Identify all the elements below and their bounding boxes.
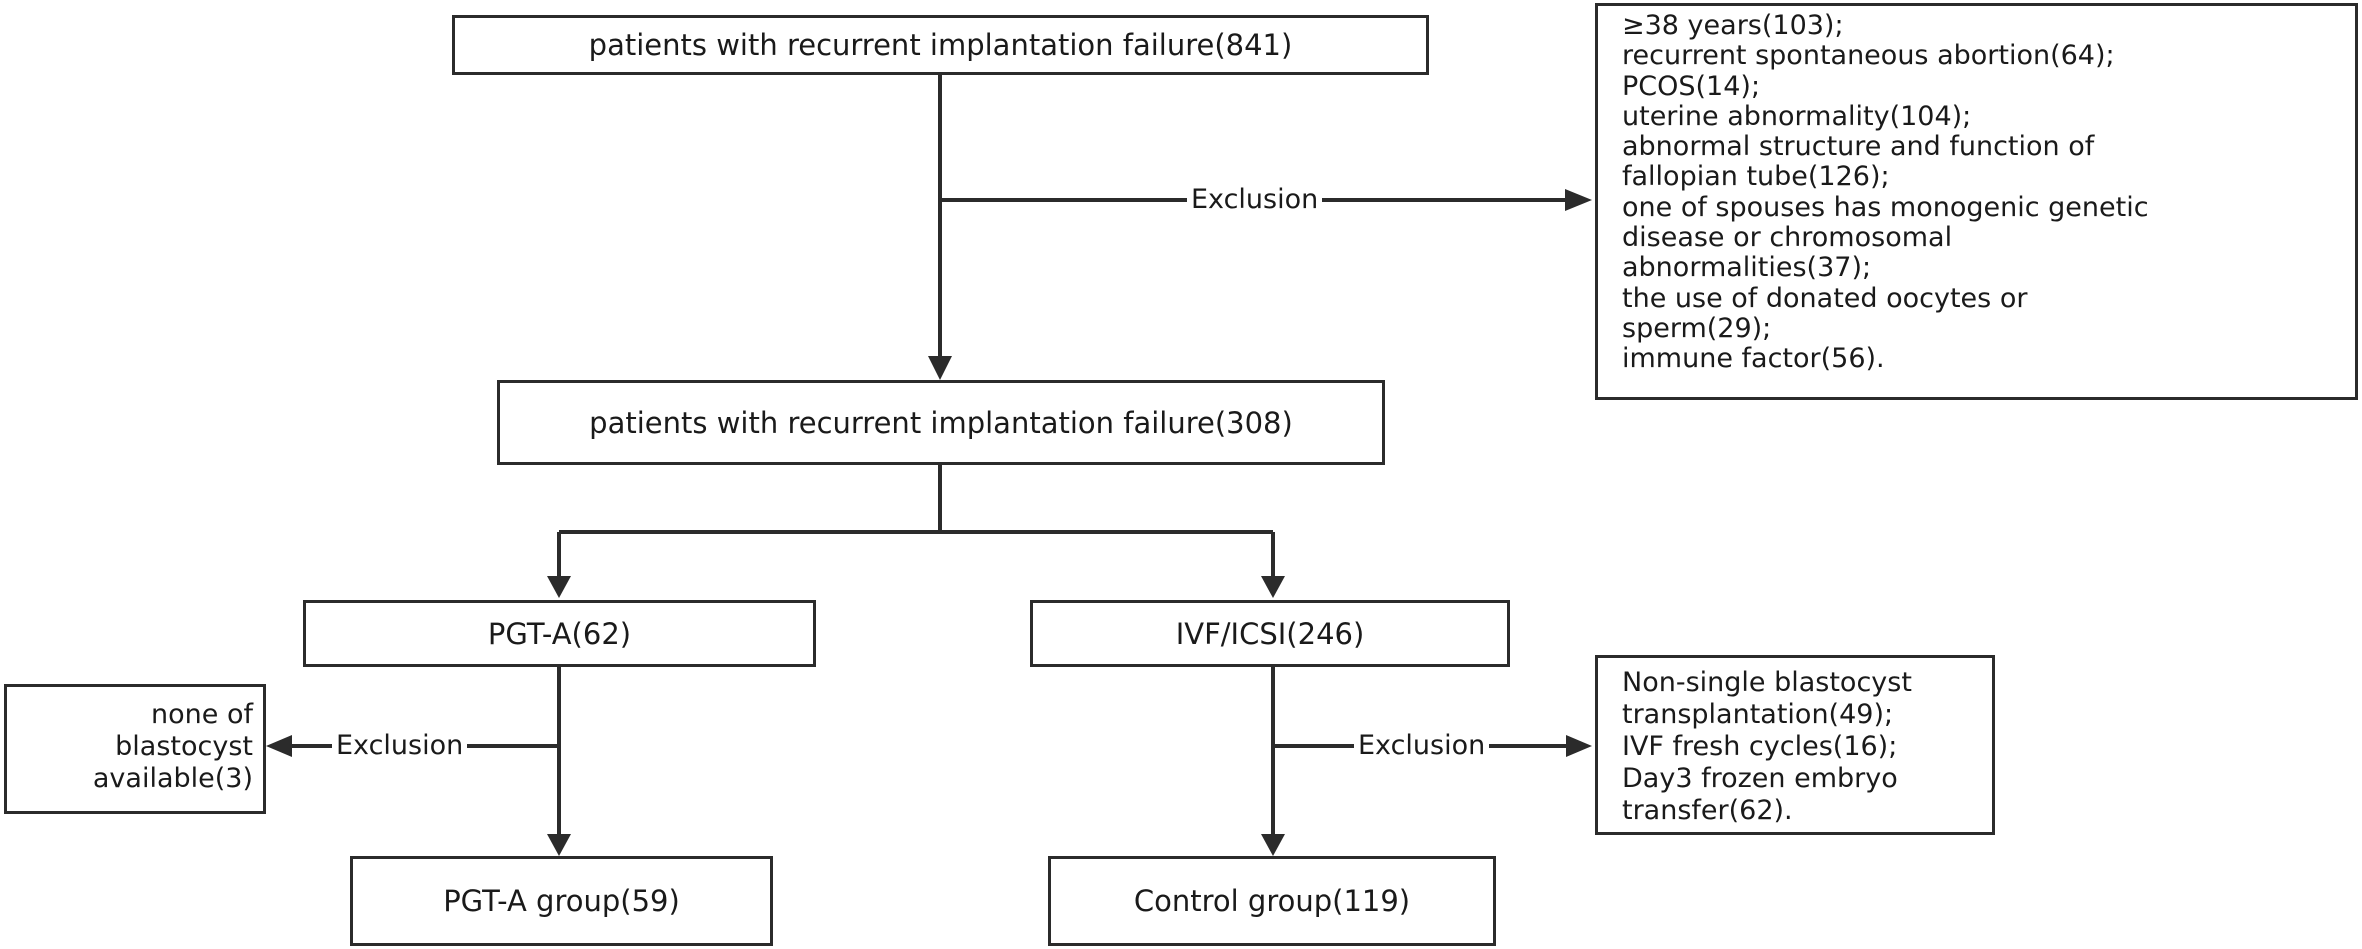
exclusion-label-top: Exclusion xyxy=(1187,185,1323,215)
exclusion-item: recurrent spontaneous abortion(64); xyxy=(1622,40,2115,72)
exclusion-item: blastocyst xyxy=(115,731,253,762)
pgt-a-group-text: PGT-A group(59) xyxy=(443,884,680,918)
exclusion-item: abnormalities(37); xyxy=(1622,252,1872,284)
arrowhead-exclusion-pgt xyxy=(266,735,292,757)
control-group-text: Control group(119) xyxy=(1133,884,1411,918)
exclusion-item: none of xyxy=(151,699,253,730)
control-group-box: Control group(119) xyxy=(1048,856,1496,946)
exclusion-item: abnormal structure and function of xyxy=(1622,131,2095,163)
ivf-icsi-text: IVF/ICSI(246) xyxy=(1175,616,1365,651)
exclusion-item: one of spouses has monogenic genetic xyxy=(1622,191,2149,223)
exclusion-label-ivf: Exclusion xyxy=(1354,731,1490,761)
after-exclusion-text: patients with recurrent implantation fai… xyxy=(589,405,1293,440)
exclusion-item: transplantation(49); xyxy=(1622,699,1894,730)
arrowhead-exclusion-ivf xyxy=(1566,735,1592,757)
exclusion-item: sperm(29); xyxy=(1622,312,1772,344)
arrowhead-exclusion-top xyxy=(1565,189,1592,211)
pgt-a-box: PGT-A(62) xyxy=(303,600,816,667)
exclusion-item: disease or chromosomal xyxy=(1622,222,1953,254)
pgt-a-text: PGT-A(62) xyxy=(487,616,632,651)
arrowhead-308 xyxy=(928,356,952,380)
exclusion-item: fallopian tube(126); xyxy=(1622,161,1890,193)
pgt-a-group-box: PGT-A group(59) xyxy=(350,856,773,946)
exclusion-item: PCOS(14); xyxy=(1622,70,1761,102)
exclusion-item: IVF fresh cycles(16); xyxy=(1622,731,1898,762)
exclusion-box-top: ≥38 years(103); recurrent spontaneous ab… xyxy=(1595,3,2358,400)
exclusion-box-pgt: none of blastocyst available(3) xyxy=(4,684,266,814)
exclusion-item: Day3 frozen embryo xyxy=(1622,763,1898,794)
start-box: patients with recurrent implantation fai… xyxy=(452,15,1429,75)
exclusion-item: available(3) xyxy=(92,763,253,794)
after-exclusion-box: patients with recurrent implantation fai… xyxy=(497,380,1385,465)
exclusion-item: the use of donated oocytes or xyxy=(1622,282,2028,314)
exclusion-box-ivf: Non-single blastocyst transplantation(49… xyxy=(1595,655,1995,835)
exclusion-label-pgt: Exclusion xyxy=(332,731,468,761)
ivf-icsi-box: IVF/ICSI(246) xyxy=(1030,600,1510,667)
arrowhead-pgt-group xyxy=(547,834,571,856)
start-box-text: patients with recurrent implantation fai… xyxy=(588,28,1293,62)
arrowhead-ivf xyxy=(1261,576,1285,598)
arrowhead-control xyxy=(1261,834,1285,856)
arrowhead-pgt xyxy=(547,576,571,598)
exclusion-item: Non-single blastocyst xyxy=(1622,667,1912,698)
exclusion-item: ≥38 years(103); xyxy=(1622,10,1844,41)
exclusion-item: uterine abnormality(104); xyxy=(1622,100,1972,132)
exclusion-item: transfer(62). xyxy=(1622,795,1793,826)
exclusion-item: immune factor(56). xyxy=(1622,343,1885,375)
